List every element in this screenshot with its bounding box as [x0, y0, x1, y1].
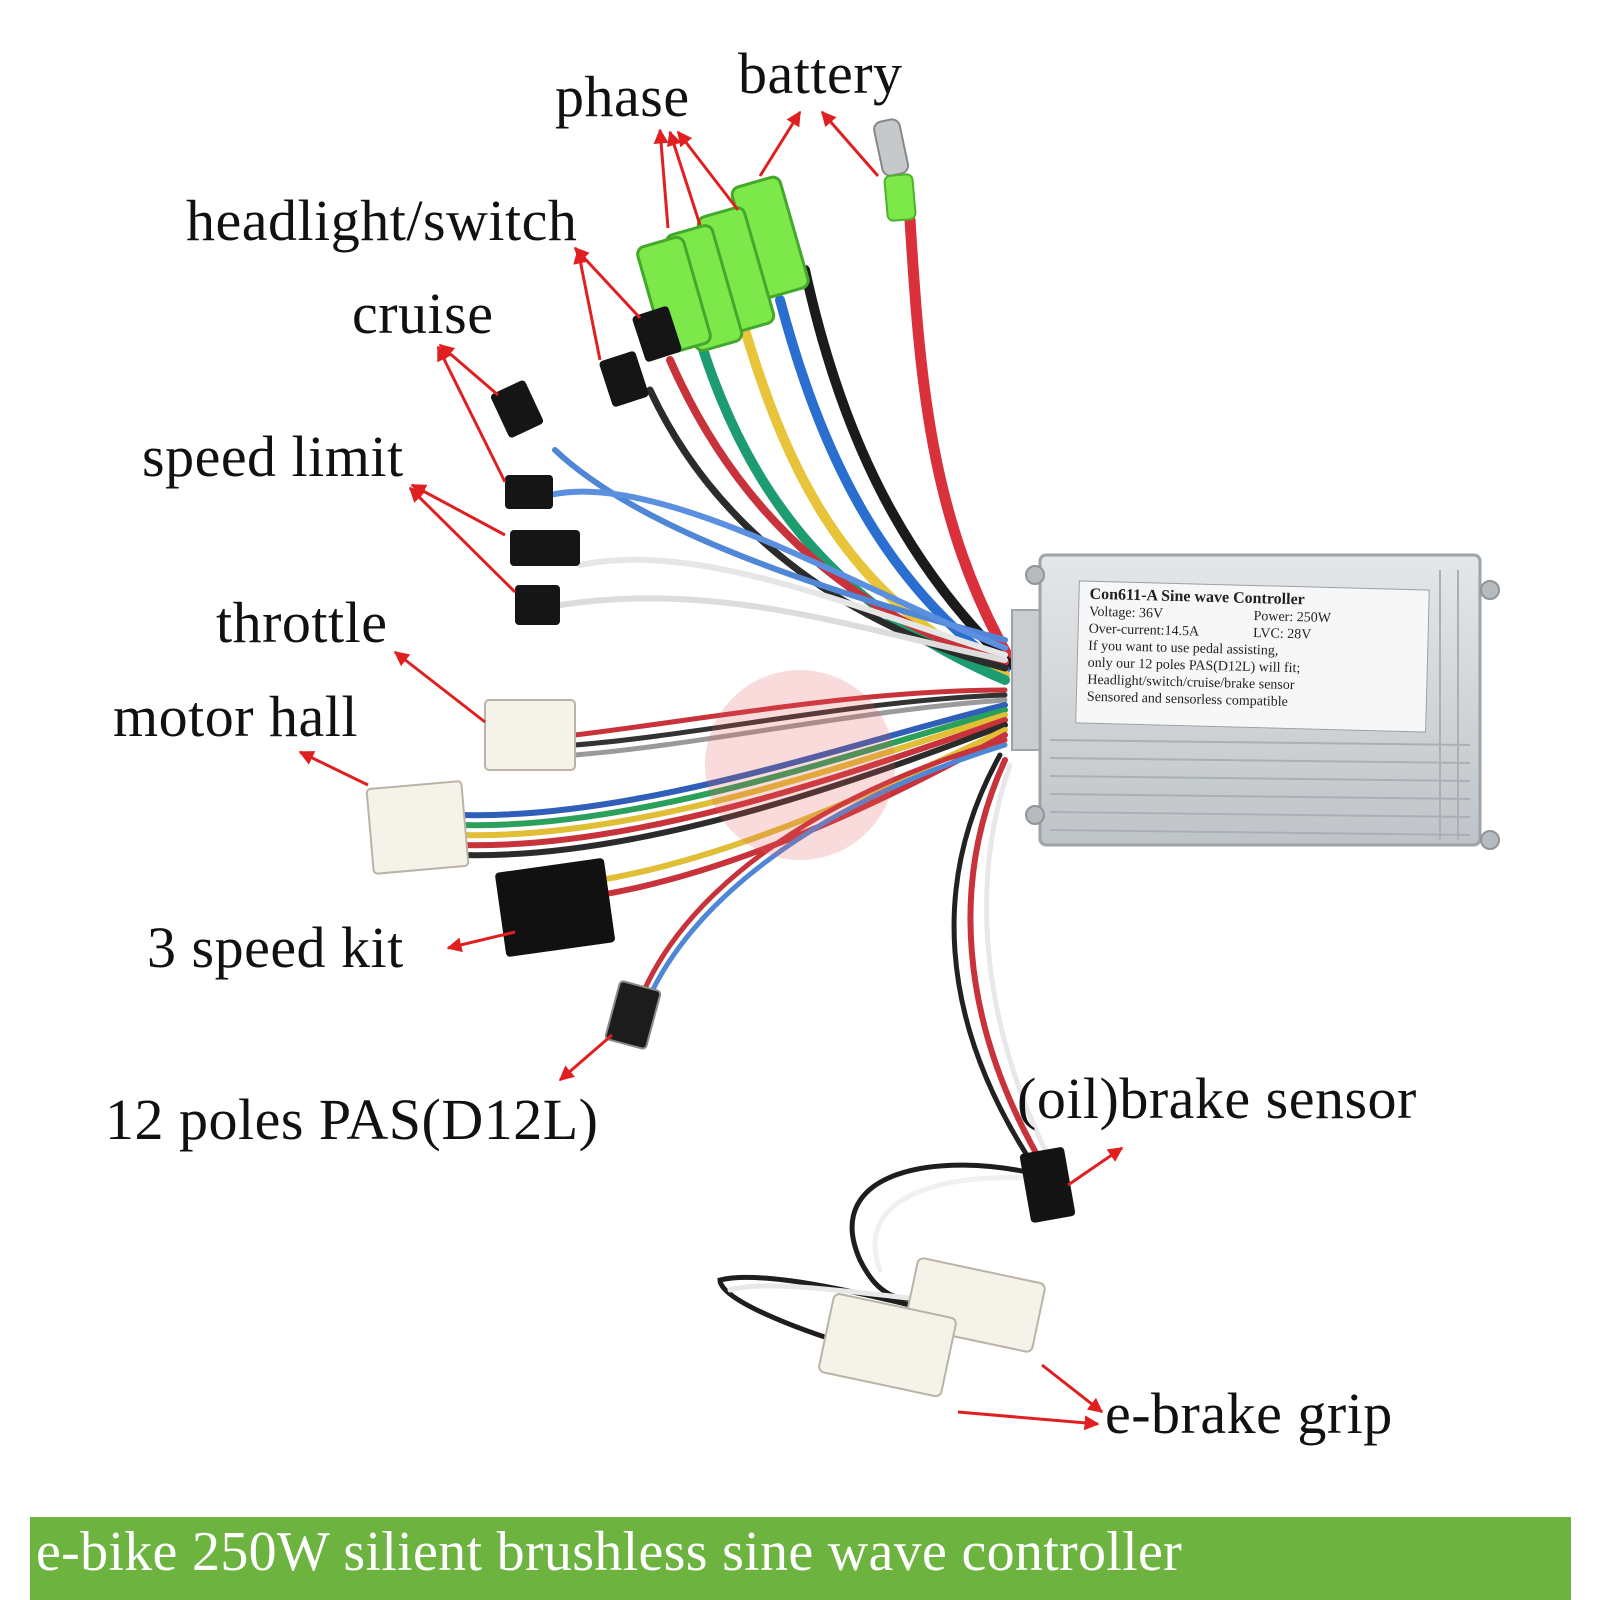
speedlimit-connector-1	[510, 530, 580, 566]
connectors	[365, 118, 1076, 1398]
e-brake-arrow-2	[957, 1410, 1100, 1431]
cruise-arrow-2	[436, 345, 507, 483]
label-headlight-switch: headlight/switch	[186, 188, 578, 253]
brake-sensor-connector	[1019, 1147, 1076, 1223]
hall-yellow-wire	[457, 712, 1008, 839]
phase-blue-wire	[775, 295, 1010, 675]
phase-arrow-2	[667, 130, 702, 226]
label-pas: 12 poles PAS(D12L)	[105, 1087, 599, 1152]
wire-bundle	[457, 214, 1053, 1348]
cruise-connector	[490, 380, 544, 438]
speedlimit-connector-2	[515, 585, 560, 625]
grip-white-wire-2	[727, 1283, 928, 1303]
throttle-arrow	[393, 650, 486, 724]
phase-arrow-1	[653, 128, 670, 229]
speedlimit-white-wire-2	[557, 595, 1008, 663]
motor-hall-arrow	[298, 750, 369, 787]
pas-red-wire	[637, 737, 1008, 1003]
brake-red-wire	[967, 757, 1043, 1163]
battery-red-wire	[904, 214, 1016, 666]
phase-connector-3	[636, 235, 712, 355]
label-battery: battery	[738, 41, 903, 106]
throttle-black-wire	[572, 692, 1008, 748]
throttle-white-wire	[572, 697, 1008, 758]
e-brake-connector-2	[818, 1293, 957, 1398]
pas-blue-wire	[645, 742, 1008, 1003]
label-phase: phase	[555, 64, 690, 129]
battery-black-wire	[800, 265, 1015, 670]
pas-connector	[604, 980, 662, 1050]
battery-arrow-1	[758, 110, 802, 177]
hall-blue-wire	[457, 702, 1008, 819]
speedlimit-arrow-2	[408, 486, 517, 594]
label-speed-limit: speed limit	[142, 424, 404, 489]
throttle-connector	[484, 699, 576, 771]
speed-kit-connector	[495, 858, 615, 957]
switch-arrow-2	[573, 248, 602, 361]
hall-green-wire	[457, 707, 1008, 829]
annotation-arrows	[298, 110, 1124, 1431]
speed-kit-arrow	[446, 930, 516, 953]
hall-red-wire	[457, 717, 1008, 849]
brake-white-wire	[984, 762, 1053, 1163]
switch-red-wire	[666, 356, 1009, 666]
label-e-brake-grip: e-brake grip	[1105, 1381, 1393, 1446]
footer-title: e-bike 250W silient brushless sine wave …	[36, 1521, 1183, 1583]
label-motor-hall: motor hall	[113, 684, 359, 749]
controller-spec-label: Con611-A Sine wave Controller Voltage: 3…	[1075, 580, 1430, 733]
speedlimit-arrow-1	[410, 483, 506, 537]
battery-bullet-connector	[873, 118, 910, 177]
label-oil-brake-sensor: (oil)brake sensor	[1017, 1066, 1417, 1131]
brake-sensor-arrow	[1067, 1146, 1124, 1187]
brake-black-wire	[951, 752, 1033, 1163]
grip-white-wire	[872, 1175, 1053, 1273]
phase-arrow-3	[676, 130, 740, 211]
motor-hall-connector	[365, 780, 470, 875]
throttle-red-wire	[572, 687, 1008, 738]
switch-connector-2	[599, 351, 649, 407]
label-cruise: cruise	[352, 281, 494, 346]
cruise-connector-2	[505, 475, 553, 509]
pas-arrow	[558, 1033, 613, 1082]
footer-banner	[30, 1517, 1571, 1600]
hall-black-wire	[457, 722, 1008, 859]
e-brake-arrow-1	[1041, 1363, 1104, 1414]
watermark-logo	[705, 670, 895, 860]
label-3-speed-kit: 3 speed kit	[147, 915, 404, 980]
speedlimit-white-wire	[577, 556, 1008, 658]
battery-green-sleeve	[883, 173, 917, 222]
switch-connector-1	[632, 306, 682, 362]
cruise-blue-wire-2	[547, 488, 1008, 651]
label-throttle: throttle	[216, 590, 388, 655]
battery-arrow-2	[820, 110, 880, 177]
